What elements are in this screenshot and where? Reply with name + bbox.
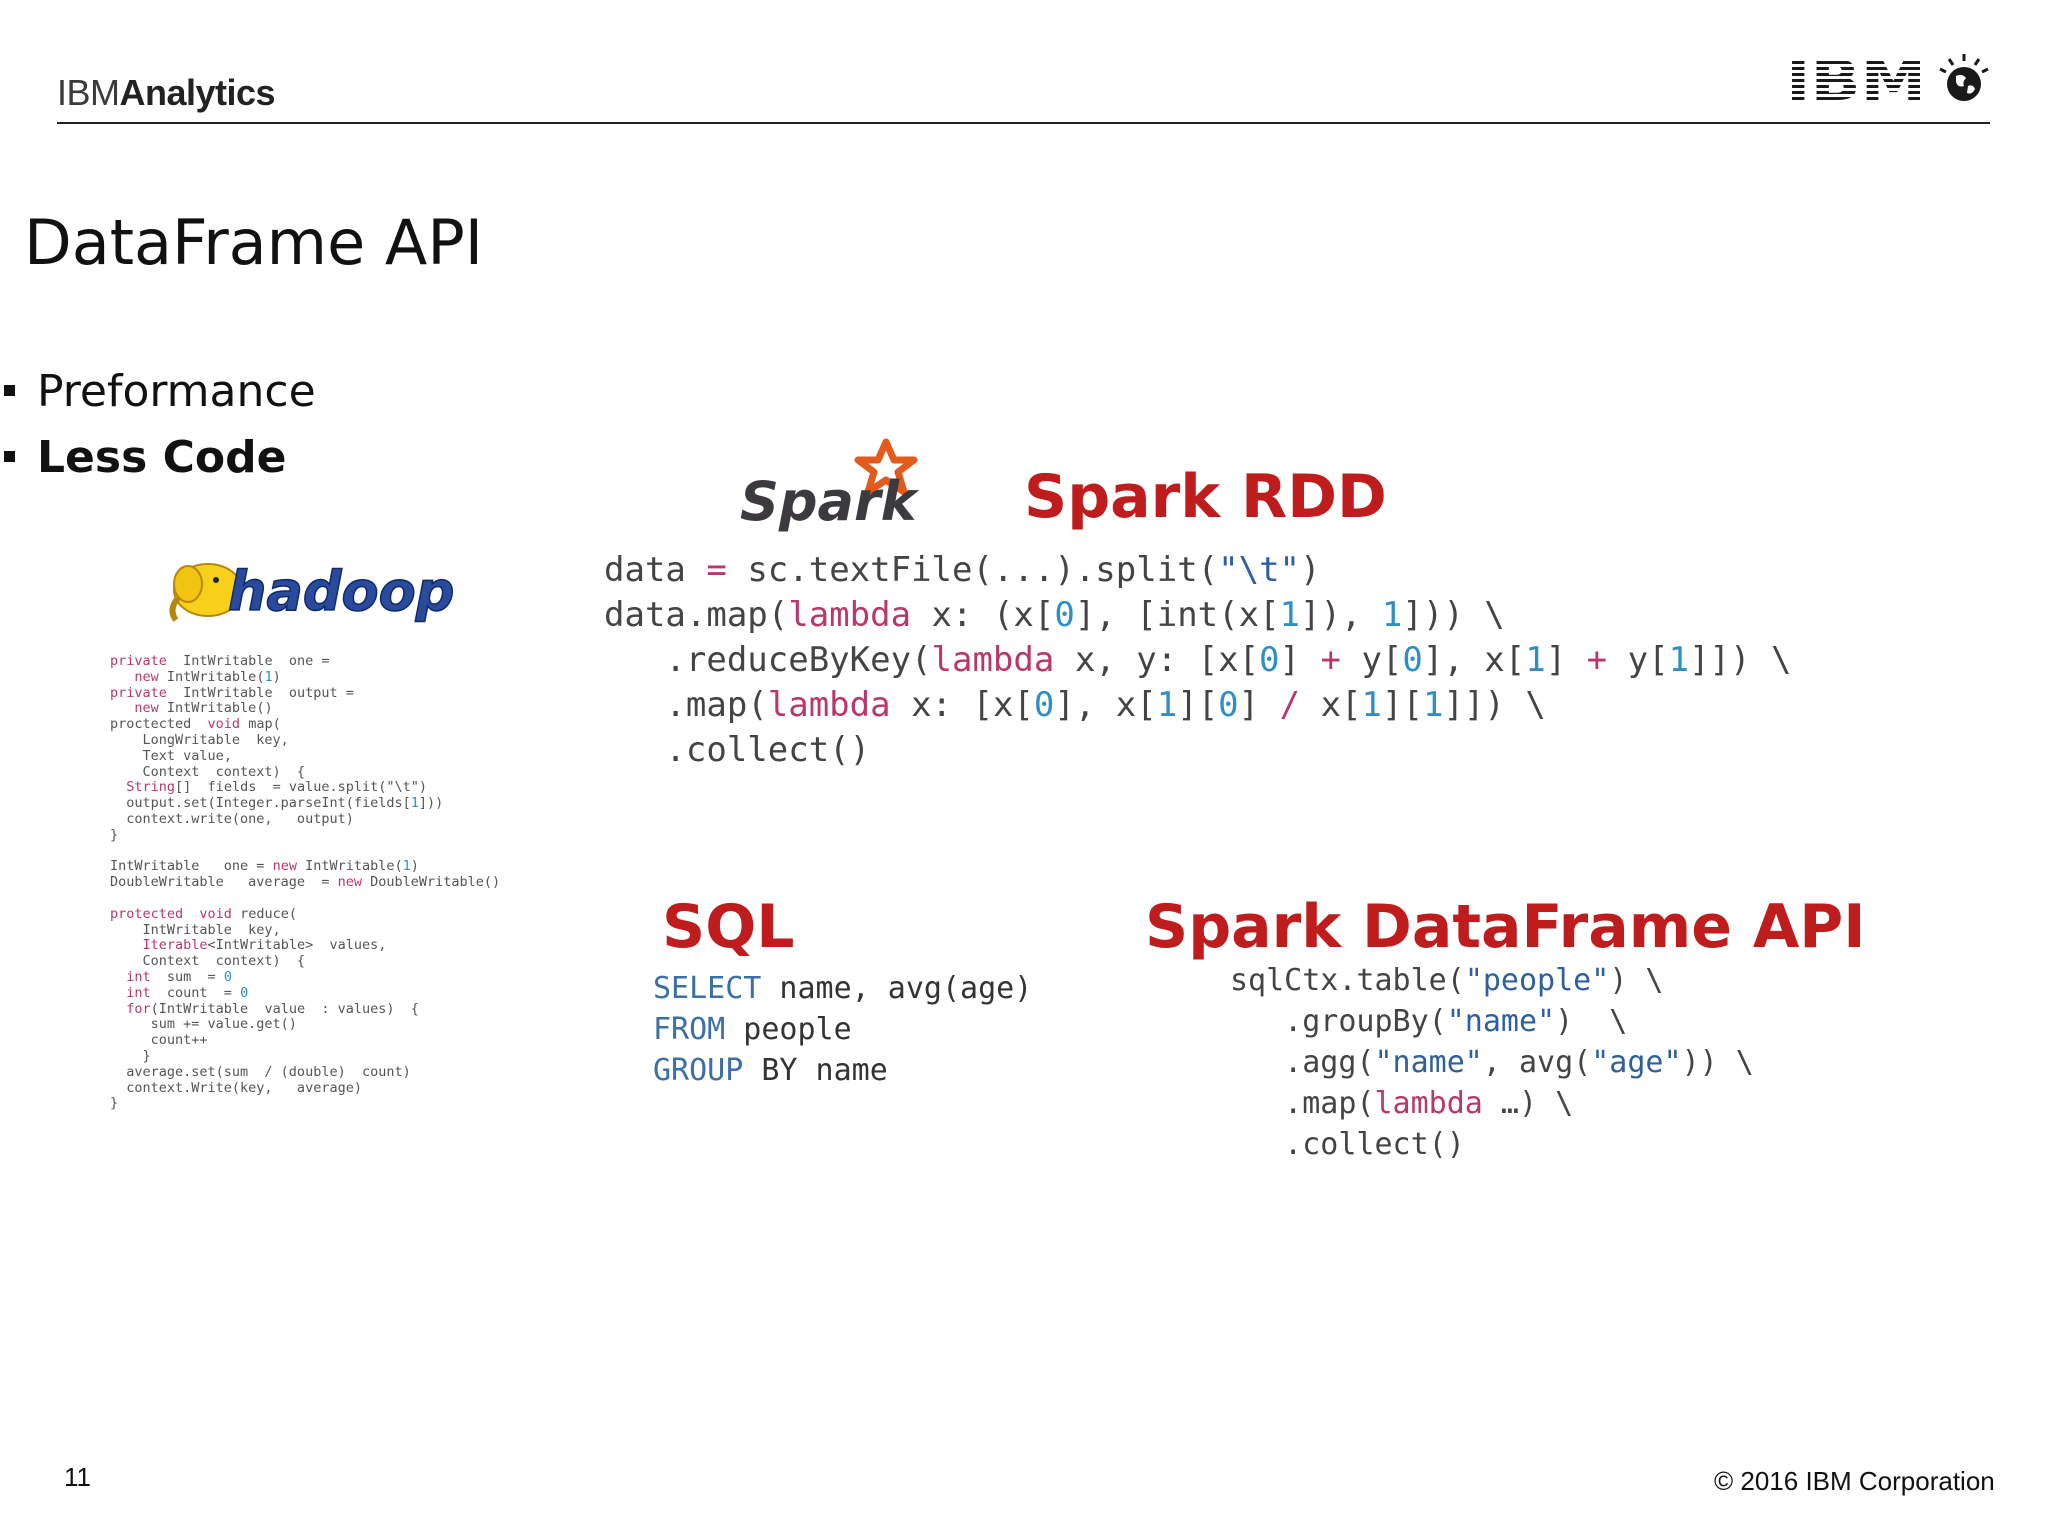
- code-line: data = sc.textFile(...).split("\t"): [604, 550, 1321, 590]
- hadoop-logo-text: hadoop: [228, 560, 454, 623]
- code-line: new IntWritable(): [134, 700, 273, 717]
- hadoop-code-block: private IntWritable one = new IntWritabl…: [110, 653, 501, 1112]
- code-line: Context context) {: [110, 763, 306, 780]
- code-line: .map(lambda …) \: [1230, 1086, 1574, 1121]
- bullet-marker-icon: [4, 450, 15, 462]
- slide-title: DataFrame API: [24, 206, 484, 279]
- spark-rdd-code-block: data = sc.textFile(...).split("\t") data…: [604, 548, 1791, 773]
- code-line: }: [110, 1095, 119, 1112]
- header-divider: [57, 122, 1990, 124]
- page-number: 11: [64, 1462, 91, 1492]
- code-line: count++: [110, 1032, 208, 1049]
- code-line: GROUP BY name: [653, 1053, 888, 1088]
- dataframe-code-block: sqlCtx.table("people") \ .groupBy("name"…: [1230, 960, 1754, 1165]
- spark-logo-icon: Spark: [740, 438, 920, 533]
- spark-rdd-title: Spark RDD: [1024, 462, 1387, 532]
- code-line: .map(lambda x: [x[0], x[1][0] / x[1][1]]…: [604, 685, 1546, 725]
- code-line: DoubleWritable average = new DoubleWrita…: [110, 874, 501, 891]
- copyright-notice: © 2016 IBM Corporation: [1714, 1466, 1995, 1496]
- code-line: }: [110, 826, 119, 843]
- code-line: Iterable<IntWritable> values,: [142, 937, 387, 954]
- code-line: proctected void map(: [110, 716, 281, 733]
- dataframe-api-title: Spark DataFrame API: [1145, 892, 1866, 962]
- code-line: average.set(sum / (double) count): [110, 1063, 411, 1080]
- bullet-item: Preformance: [4, 366, 316, 417]
- code-line: Text value,: [110, 747, 232, 764]
- code-line: .agg("name", avg("age")) \: [1230, 1045, 1754, 1080]
- code-line: IntWritable one = new IntWritable(1): [110, 858, 419, 875]
- sql-code-block: SELECT name, avg(age) FROM people GROUP …: [653, 968, 1032, 1091]
- bullet-item: Less Code: [4, 432, 286, 483]
- hadoop-logo-icon: hadoop: [169, 559, 455, 624]
- code-line: sqlCtx.table("people") \: [1230, 963, 1664, 998]
- code-line: IntWritable key,: [110, 921, 281, 938]
- bullet-text: Less Code: [37, 432, 287, 483]
- code-line: int sum = 0: [126, 968, 232, 985]
- sql-title: SQL: [662, 892, 795, 962]
- code-line: FROM people: [653, 1012, 852, 1047]
- ibm-logo-text: IBM: [1786, 52, 1926, 110]
- code-line: for(IntWritable value : values) {: [126, 1000, 419, 1017]
- code-line: .groupBy("name") \: [1230, 1004, 1628, 1039]
- bullet-text: Preformance: [37, 366, 316, 417]
- spark-logo-text: Spark: [740, 470, 920, 533]
- code-line: }: [110, 1047, 151, 1064]
- code-line: private IntWritable one =: [110, 653, 330, 669]
- code-line: .collect(): [604, 730, 871, 770]
- code-line: LongWritable key,: [110, 731, 289, 748]
- code-line: protected void reduce(: [110, 905, 297, 922]
- header-brand: IBMAnalytics: [57, 72, 276, 113]
- code-line: context.write(one, output): [110, 810, 354, 827]
- code-line: .reduceByKey(lambda x, y: [x[0] + y[0], …: [604, 640, 1792, 680]
- code-line: data.map(lambda x: (x[0], [int(x[1]), 1]…: [604, 595, 1505, 635]
- code-line: int count = 0: [126, 984, 249, 1001]
- bullet-marker-icon: [4, 384, 15, 396]
- ibm-logo-icon: IBM: [1786, 52, 1989, 110]
- code-line: SELECT name, avg(age): [653, 971, 1033, 1006]
- code-line: output.set(Integer.parseInt(fields[1])): [110, 795, 444, 812]
- code-line: String[] fields = value.split("\t"): [126, 779, 428, 796]
- code-line: Context context) {: [110, 953, 306, 970]
- code-line: sum += value.get(): [110, 1016, 297, 1033]
- code-line: private IntWritable output =: [110, 684, 354, 701]
- code-line: new IntWritable(1): [134, 668, 281, 685]
- code-line: context.Write(key, average): [110, 1079, 362, 1096]
- code-line: .collect(): [1230, 1127, 1465, 1162]
